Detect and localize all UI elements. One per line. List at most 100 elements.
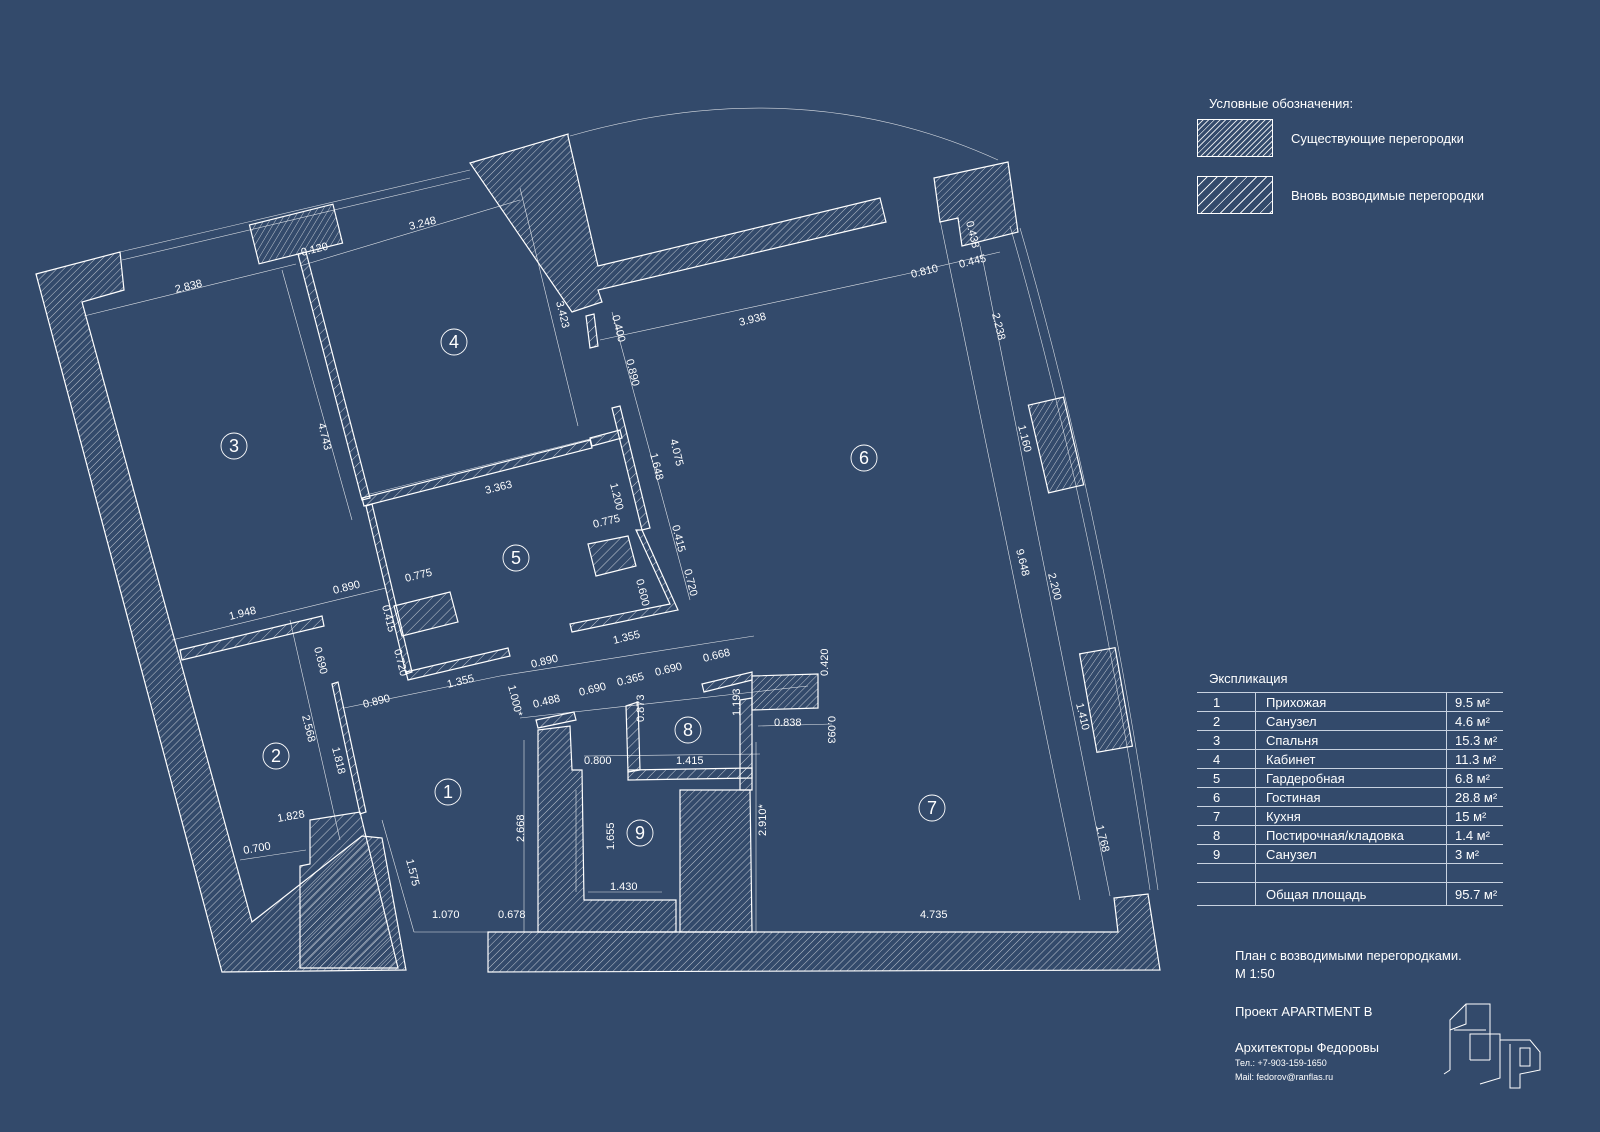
dim-label: 0.678 [498,909,526,921]
explication-cell-area: 28.8 м² [1446,787,1503,807]
explication-cell-name: Гардеробная [1255,768,1447,788]
room-5-marker: 5 [502,544,530,572]
dim-label: 0.690 [311,646,329,676]
explication-cell-name: Прихожая [1255,692,1447,712]
room-7-marker: 7 [918,794,946,822]
explication-cell-num: 5 [1197,768,1256,788]
dim-label: 1.000* [505,684,525,718]
dim-label: 1.355 [612,629,642,647]
explication-cell-area: 15.3 м² [1446,730,1503,750]
dim-label: 0.873 [635,694,647,722]
dim-label: 0.365 [616,671,646,689]
dim-label: 0.775 [404,567,434,585]
svg-text:4: 4 [449,332,459,352]
explication-cell-area: 3 м² [1446,844,1503,864]
explication-cell-area: 9.5 м² [1446,692,1503,712]
dim-label: 1.430 [610,881,638,893]
dim-label: 4.743 [315,422,333,452]
dim-label: 0.420 [819,648,831,676]
room-9-marker: 9 [626,819,654,847]
legend-new-label: Вновь возводимые перегородки [1291,187,1484,203]
explication-spacer-cell [1197,863,1256,883]
dim-label: 1.415 [676,755,704,767]
dim-label: 1.160 [1015,424,1033,454]
legend-title: Условные обозначения: [1209,96,1354,111]
dim-label: 0.700 [242,840,271,857]
dim-label: 2.838 [174,278,204,296]
dim-label: 0.445 [958,253,988,271]
explication-spacer-row [1197,863,1503,883]
svg-text:2: 2 [271,746,281,766]
dim-label: 1.193 [731,688,743,716]
dim-label: 0.890 [332,579,362,597]
room-8-marker: 8 [674,716,702,744]
explication-cell-name: Санузел [1255,711,1447,731]
explication-cell-name: Спальня [1255,730,1447,750]
explication-spacer-cell [1446,863,1503,883]
explication-cell-num: 2 [1197,711,1256,731]
dim-label: 1.828 [276,808,305,825]
dim-label: 1.070 [432,909,460,921]
facade-lines [119,107,1159,891]
new-partitions [179,251,753,969]
dim-label: 3.248 [408,215,438,233]
dim-label: 3.363 [484,479,514,497]
studio-logo-icon [1443,1003,1541,1089]
legend-existing: Существующие перегородки [1197,118,1464,158]
architects: Архитекторы Федоровы [1235,1040,1379,1055]
dim-label: 0.400 [609,314,627,344]
explication-cell-num: 7 [1197,806,1256,826]
phone: Тел.: +7-903-159-1650 [1235,1058,1327,1068]
explication-cell-name: Постирочная/кладовка [1255,825,1447,845]
existing-partition-swatch [1197,119,1273,157]
dim-label: 1.648 [647,452,665,482]
new-partition-swatch [1197,176,1273,214]
dim-label: 4.735 [920,909,948,921]
dim-label: 2.910* [757,803,769,836]
svg-text:8: 8 [683,720,693,740]
dim-label: 1.655 [605,822,617,850]
dim-label: 0.690 [654,661,684,679]
room-markers: 1 2 3 4 5 6 7 8 9 [220,328,946,847]
dim-label: 0.093 [825,716,837,744]
explication-total-label: Общая площадь [1255,882,1447,906]
plan-title: План с возводимыми перегородками. [1235,948,1462,963]
explication-cell-name: Кухня [1255,806,1447,826]
dim-label: 1.768 [1093,824,1111,854]
dim-label: 0.838 [774,717,802,729]
explication-cell-num: 3 [1197,730,1256,750]
explication-total-num [1197,882,1256,906]
dim-label: 0.775 [592,513,622,531]
dim-label: 0.720 [681,568,699,598]
room-3-marker: 3 [220,432,248,460]
dim-label: 0.668 [702,647,732,665]
room-6-marker: 6 [850,444,878,472]
dim-label: 2.668 [515,814,527,842]
room-1-marker: 1 [434,778,462,806]
explication-cell-area: 15 м² [1446,806,1503,826]
dim-label: 2.238 [989,312,1007,342]
explication-cell-area: 6.8 м² [1446,768,1503,788]
explication-cell-name: Гостиная [1255,787,1447,807]
dimension-labels: 3.248 0.120 2.838 4.743 3.423 0.400 0.89… [174,215,1112,921]
explication-cell-num: 8 [1197,825,1256,845]
svg-text:1: 1 [443,782,453,802]
dim-label: 1.818 [329,746,347,776]
explication-cell-area: 4.6 м² [1446,711,1503,731]
dimension-lines [83,187,1111,933]
dim-label: 0.800 [584,755,612,767]
svg-text:9: 9 [635,823,645,843]
explication-cell-num: 6 [1197,787,1256,807]
dim-label: 0.600 [633,578,651,608]
explication-cell-name: Кабинет [1255,749,1447,769]
svg-text:5: 5 [511,548,521,568]
dim-label: 0.488 [532,693,562,711]
dim-label: 0.890 [530,653,560,671]
